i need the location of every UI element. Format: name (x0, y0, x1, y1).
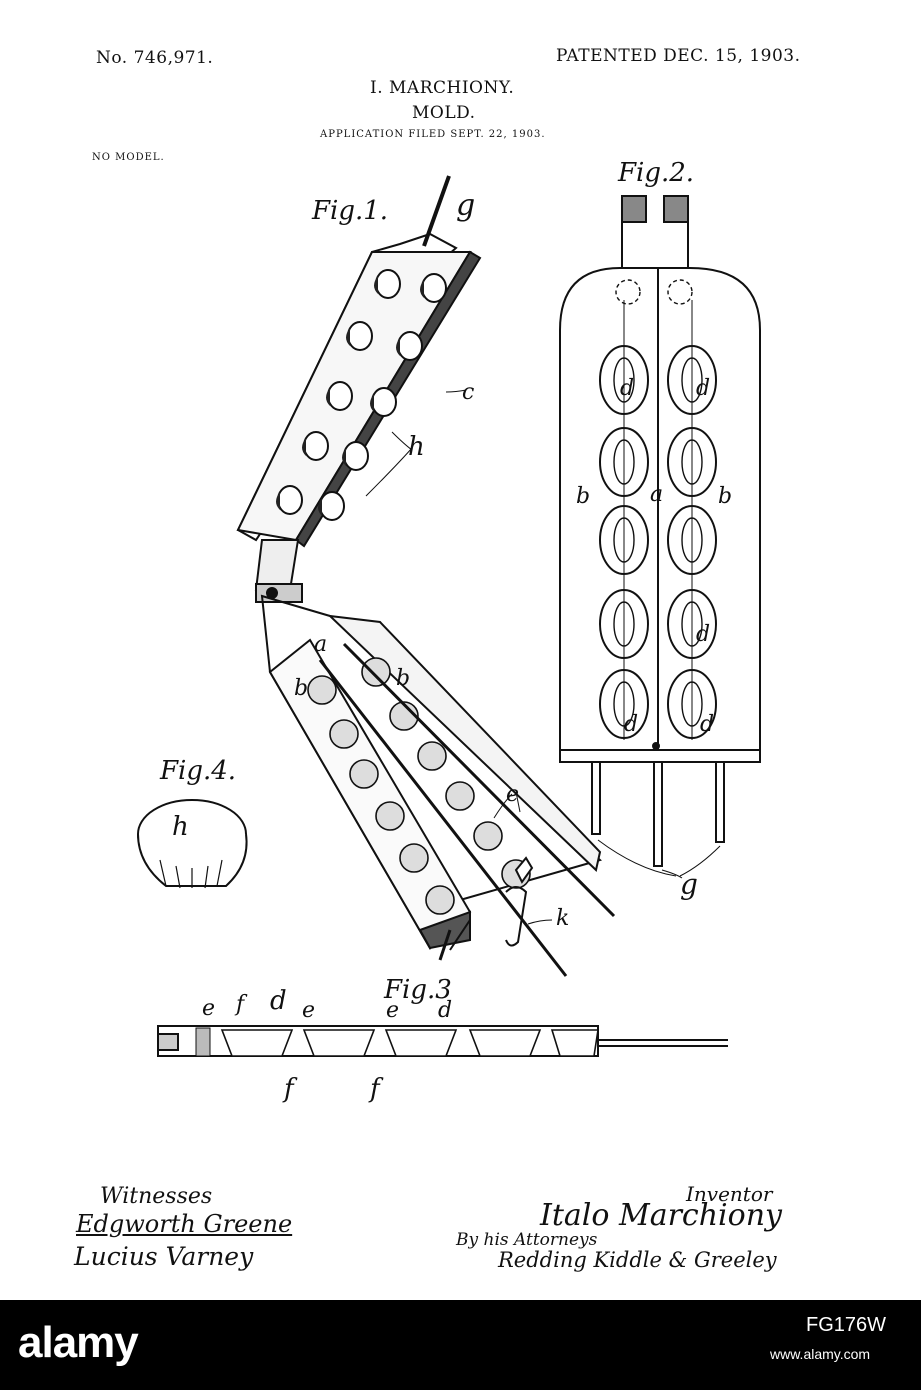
ref-label-e-fig3-3: e (386, 998, 399, 1023)
ref-label-h-fig1: h (408, 432, 425, 462)
ref-label-g-top: g (456, 188, 475, 223)
ref-label-e-fig1: e (506, 782, 519, 807)
ref-label-g-fig2: g (680, 868, 698, 901)
ref-label-b-fig2-left: b (576, 484, 590, 509)
ref-label-d-fig2-3: d (696, 622, 710, 647)
ref-label-d-fig2-4: d (624, 712, 638, 737)
fig2-front-view (560, 196, 760, 878)
ref-label-d-fig3-1: d (270, 986, 287, 1016)
ref-label-d-fig2-2: d (696, 376, 710, 401)
ref-label-d-fig2-1: d (620, 376, 634, 401)
brand-logo: alamy (18, 1318, 138, 1368)
ref-label-f-fig3-1: f (236, 992, 244, 1017)
fig3-side-section (158, 1026, 728, 1056)
ref-label-c: c (462, 380, 474, 405)
witnesses-label: Witnesses (100, 1184, 212, 1209)
website-url: www.alamy.com (770, 1346, 870, 1362)
ref-label-e-fig3-1: e (202, 996, 215, 1021)
ref-label-e-fig3-2: e (302, 998, 315, 1023)
attorneys-signature: Redding Kiddle & Greeley (498, 1248, 777, 1272)
by-attorneys: By his Attorneys (456, 1230, 597, 1250)
witness-1-signature: Edgworth Greene (76, 1210, 292, 1238)
ref-label-f-fig3-2: f (284, 1074, 294, 1104)
witness-2-signature: Lucius Varney (74, 1242, 253, 1271)
ref-label-k: k (556, 906, 569, 931)
ref-label-f-fig3-3: f (370, 1074, 380, 1104)
fig4-cup (138, 800, 247, 888)
ref-label-a-fig1: a (314, 632, 327, 657)
inventor-signature: Italo Marchiony (540, 1198, 782, 1233)
patent-drawing-sheet: No. 746,971. PATENTED DEC. 15, 1903. I. … (0, 0, 921, 1300)
ref-label-b-fig1-left: b (294, 676, 308, 701)
image-id: FG176W (806, 1314, 886, 1337)
ref-label-h-fig4: h (172, 812, 189, 842)
ref-label-b-fig1-right: b (396, 666, 410, 691)
watermark-footer-bar: alamy FG176W www.alamy.com (0, 1300, 921, 1390)
ref-label-b-fig2-right: b (718, 484, 732, 509)
fig1-upper-plate (238, 176, 480, 602)
ref-label-d-fig3-2: d (438, 998, 452, 1023)
ref-label-d-fig2-5: d (700, 712, 714, 737)
ref-label-a-fig2: a (650, 482, 663, 507)
